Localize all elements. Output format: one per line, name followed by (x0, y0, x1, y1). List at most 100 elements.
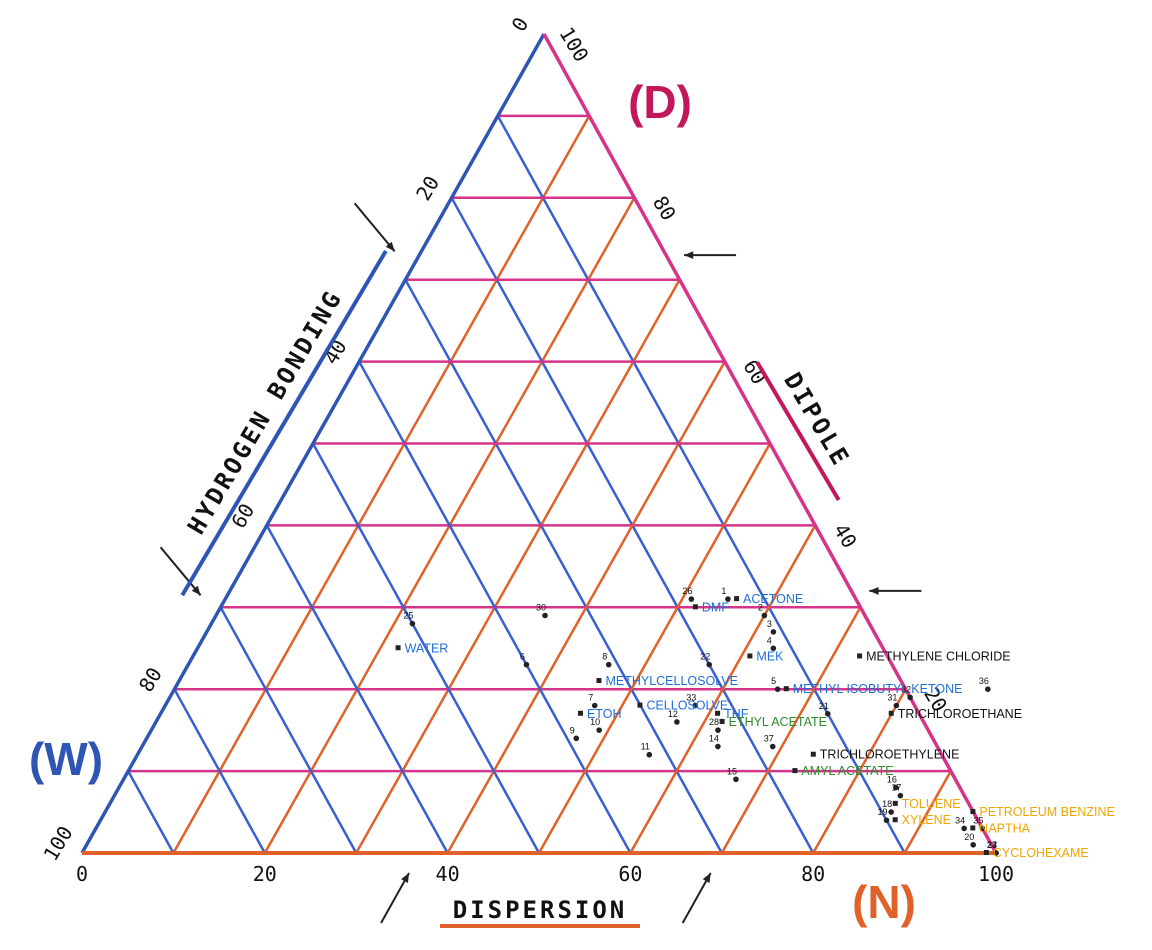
solvent-label: XYLENE (892, 813, 951, 827)
point-number: 22 (700, 652, 710, 662)
solvent-point: 25 (403, 611, 416, 627)
vertex-label-top: (D) (628, 76, 692, 128)
solvent-label: METHYLENE CHLORIDE (857, 649, 1011, 663)
grid-lines (127, 114, 952, 854)
point-number: 26 (682, 586, 692, 596)
solvent-label: THF (715, 707, 749, 721)
solvent-name: XYLENE (902, 813, 951, 827)
solvent-point: 30 (536, 602, 548, 619)
solvent-name: MEK (756, 649, 784, 663)
dispersion-axis-title: DISPERSION (440, 896, 640, 928)
solvent-name: ETHYL ACETATE (729, 715, 827, 729)
tick-label: 0 (507, 13, 534, 36)
point-number: 27 (987, 840, 997, 850)
point-number: 35 (973, 815, 983, 825)
solvent-name: TOLUENE (902, 797, 961, 811)
solvent-label: NAPTHA (970, 821, 1031, 835)
point-number: 21 (819, 701, 829, 711)
tick-label: 0 (76, 862, 88, 886)
solvent-label: WATER (395, 641, 449, 655)
tick-label: 80 (134, 663, 167, 696)
arrow-annotation (681, 872, 712, 924)
point-number: 15 (727, 766, 737, 776)
solvent-point: 34 (955, 815, 967, 832)
solvent-name: AMYL ACETATE (801, 764, 893, 778)
point-number: 30 (536, 602, 546, 612)
solvent-point: 27 (987, 840, 999, 856)
solvent-label: METHYLCELLOSOLVE (596, 674, 738, 688)
solvent-name: DMF (702, 600, 729, 614)
point-number: 32 (901, 684, 911, 694)
solvent-point: 20 (964, 832, 976, 848)
solvent-point: 32 (901, 684, 913, 701)
solvent-point: 22 (700, 652, 713, 668)
arrow-annotations (159, 202, 922, 924)
solvent-point: 5 (771, 676, 781, 692)
solvent-name: WATER (405, 641, 449, 655)
arrow-annotation (684, 251, 737, 260)
tick-label: 40 (829, 519, 862, 552)
solvent-point: 1 (721, 586, 731, 602)
vertex-labels: (D) (W) (N) (29, 76, 916, 928)
solvent-point: 12 (668, 709, 680, 725)
solvent-point: 7 (588, 693, 598, 709)
arrow-annotation (869, 587, 922, 595)
point-number: 4 (767, 635, 772, 645)
arrow-annotation (159, 546, 202, 596)
solvent-name: ETOH (587, 707, 622, 721)
solvent-point: 4 (767, 635, 777, 652)
solvent-name: NAPTHA (979, 821, 1030, 835)
point-number: 20 (964, 832, 974, 842)
tick-label: 100 (554, 23, 593, 66)
svg-text:DISPERSION: DISPERSION (453, 896, 628, 924)
solvent-name: METHYLCELLOSOLVE (605, 674, 737, 688)
solvent-point: 3 (767, 619, 777, 635)
grid-line-dispersion (903, 770, 952, 854)
solvent-point: 28 (709, 717, 721, 733)
tick-label: 20 (411, 172, 444, 205)
tick-label: 40 (436, 862, 460, 886)
point-number: 12 (668, 709, 678, 719)
grid-line-hydrogen-bonding (173, 688, 266, 854)
point-number: 5 (771, 676, 776, 686)
vertex-label-right: (N) (852, 876, 916, 928)
grid-line-hydrogen-bonding (265, 524, 449, 854)
solvent-label: PETROLEUM BENZINE (970, 805, 1115, 819)
point-number: 37 (764, 734, 774, 744)
point-number: 14 (709, 734, 719, 744)
point-number: 6 (520, 652, 525, 662)
solvent-points: 1234567891011121415161718192021222324252… (403, 586, 999, 856)
solvent-name: THF (724, 707, 749, 721)
dipole-axis-title: DIPOLE (755, 361, 856, 502)
solvent-label: ETOH (577, 707, 622, 721)
solvent-point: 6 (520, 652, 530, 668)
solvent-point: 31 (887, 693, 900, 709)
solvent-point: 8 (602, 652, 612, 668)
edge-dipole (542, 33, 998, 854)
point-number: 16 (887, 774, 897, 784)
point-number: 9 (570, 725, 575, 735)
point-number: 11 (641, 742, 650, 752)
solvent-name: METHYL ISOBUTYL KETONE (793, 682, 963, 696)
grid-line-hydrogen-bonding (127, 770, 175, 854)
point-number: 17 (891, 783, 901, 793)
solvent-point: 33 (686, 693, 699, 709)
grid-line-hydrogen-bonding (404, 279, 723, 854)
solvent-label: METHYL ISOBUTYL KETONE (783, 682, 963, 696)
point-number: 19 (878, 807, 888, 817)
solvent-point: 11 (641, 742, 653, 758)
solvent-label: ACETONE (734, 592, 803, 606)
point-number: 28 (709, 717, 719, 727)
point-number: 7 (588, 693, 593, 703)
solvent-point: 37 (764, 734, 776, 750)
point-number: 2 (758, 602, 763, 612)
solvent-point: 36 (979, 676, 991, 692)
tick-label: 100 (978, 862, 1014, 886)
tick-label: 80 (648, 192, 681, 225)
solvent-name: CELLOSOLVE (646, 699, 728, 713)
tick-label: 100 (38, 822, 77, 865)
svg-text:HYDROGEN BONDING: HYDROGEN BONDING (182, 285, 348, 540)
point-number: 36 (979, 676, 989, 686)
arrow-annotation (353, 202, 396, 252)
